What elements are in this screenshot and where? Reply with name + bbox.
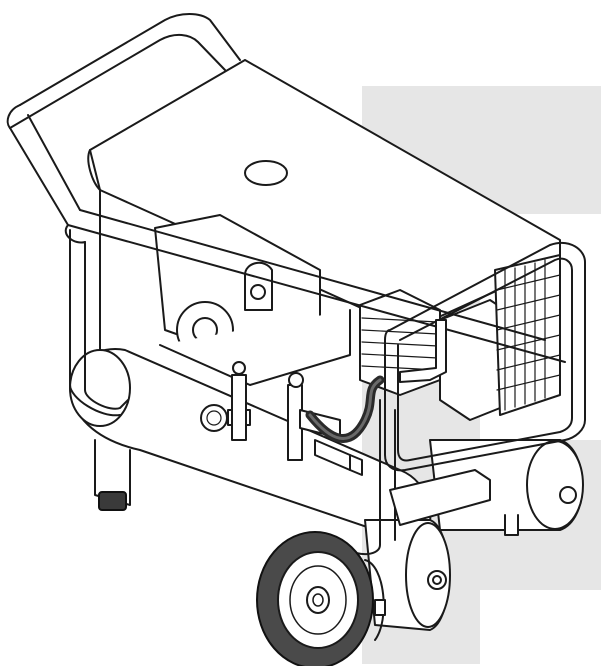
front-handle: [384, 242, 586, 472]
drain-plug-icon: [559, 486, 577, 504]
pressure-gauge-icon: [200, 404, 228, 432]
discharge-pipe: [399, 319, 447, 383]
tank-valve: [374, 599, 386, 616]
support-leg: [94, 439, 131, 511]
cover-cap-icon: [244, 160, 288, 186]
air-tank-right: [429, 439, 584, 536]
axle-bracket: [389, 469, 491, 526]
wheel: [256, 531, 385, 666]
tubular-frame: [6, 13, 566, 556]
rubber-foot: [98, 491, 127, 511]
